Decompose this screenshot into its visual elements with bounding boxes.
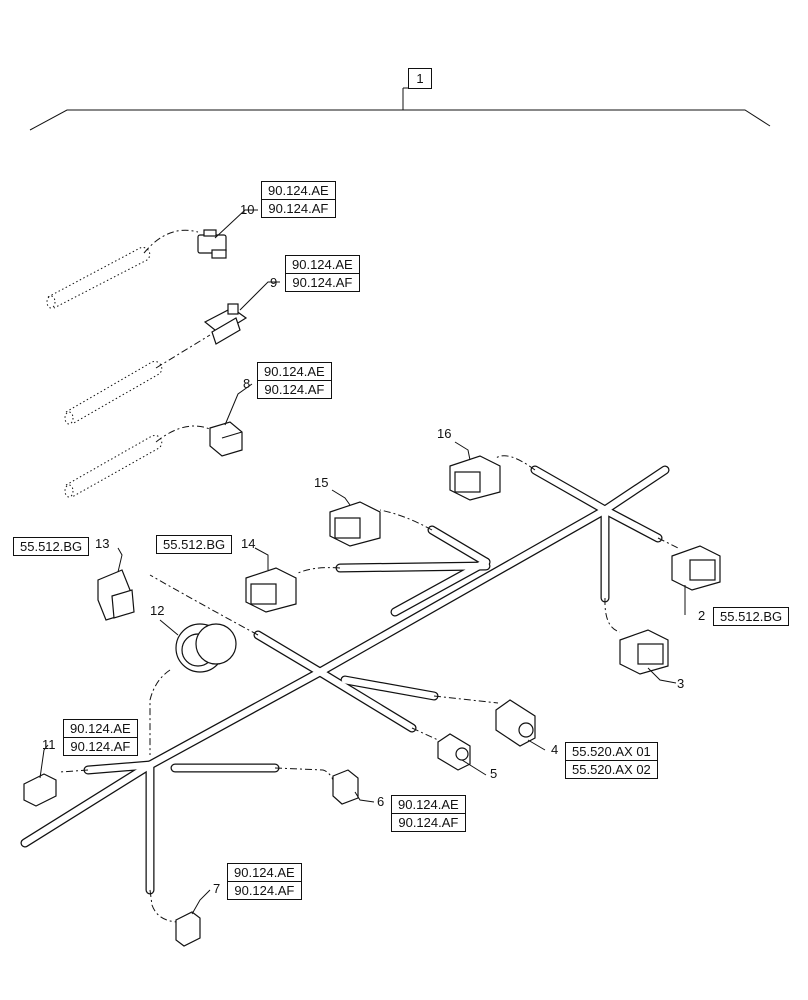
connector-15-icon — [329, 501, 381, 547]
ref-code: 90.124.AE — [234, 865, 295, 880]
callout-9: 9 — [270, 275, 278, 290]
ref-box-13: 55.512.BG — [13, 537, 90, 556]
callout-13: 13 — [95, 536, 110, 551]
ref-code: 90.124.AF — [392, 813, 465, 831]
ref-box-9: 90.124.AE 90.124.AF — [285, 255, 360, 292]
callout-12: 12 — [150, 603, 165, 618]
ref-box-6: 90.124.AE 90.124.AF — [391, 795, 466, 832]
ref-code: 90.124.AE — [292, 257, 353, 272]
ref-box-4: 55.520.AX 01 55.520.AX 02 — [565, 742, 658, 779]
loose-wire-tubes — [46, 229, 213, 498]
ref-box-11: 90.124.AE 90.124.AF — [63, 719, 138, 756]
callout-7: 7 — [213, 881, 221, 896]
ref-box-2: 55.512.BG — [713, 607, 790, 626]
connector-12-icon — [175, 623, 237, 673]
connector-16-icon — [449, 455, 501, 501]
callout-8: 8 — [243, 376, 251, 391]
connector-8-icon — [209, 421, 243, 457]
ref-code: 90.124.AF — [64, 737, 137, 755]
connector-7-icon — [175, 911, 201, 947]
connector-11-icon — [23, 773, 57, 807]
ref-box-14: 55.512.BG — [156, 535, 233, 554]
ref-code: 55.520.AX 01 — [572, 744, 651, 759]
ref-box-8: 90.124.AE 90.124.AF — [257, 362, 332, 399]
connector-4-icon — [495, 699, 536, 747]
ref-code: 90.124.AF — [262, 199, 335, 217]
callout-16: 16 — [437, 426, 452, 441]
ref-code: 90.124.AF — [258, 380, 331, 398]
ref-code: 55.512.BG — [20, 539, 83, 554]
ref-code: 55.520.AX 02 — [566, 760, 657, 778]
ref-code: 90.124.AE — [268, 183, 329, 198]
connector-9-icon — [203, 303, 248, 345]
ref-code: 55.512.BG — [720, 609, 783, 624]
leader-lines — [39, 209, 686, 915]
ref-code: 90.124.AF — [228, 881, 301, 899]
ref-code: 90.124.AE — [70, 721, 131, 736]
callout-14: 14 — [241, 536, 256, 551]
connector-3-icon — [619, 629, 669, 675]
ref-box-10: 90.124.AE 90.124.AF — [261, 181, 336, 218]
callout-6: 6 — [377, 794, 385, 809]
callout-11: 11 — [42, 737, 56, 752]
callout-2: 2 — [698, 608, 706, 623]
connector-5-icon — [437, 733, 471, 771]
ref-code: 90.124.AE — [398, 797, 459, 812]
callout-4: 4 — [551, 742, 559, 757]
connector-13-icon — [97, 569, 135, 621]
connector-2-icon — [671, 545, 721, 591]
callout-5: 5 — [490, 766, 498, 781]
ref-code: 90.124.AF — [286, 273, 359, 291]
connector-10-icon — [197, 229, 227, 259]
connector-14-icon — [245, 567, 297, 613]
callout-3: 3 — [677, 676, 685, 691]
callout-15: 15 — [314, 475, 329, 490]
ref-code: 90.124.AE — [264, 364, 325, 379]
assembly-bracket — [29, 87, 771, 131]
callout-1: 1 — [408, 68, 432, 89]
main-harness — [20, 465, 670, 895]
ref-code: 55.512.BG — [163, 537, 226, 552]
callout-10: 10 — [240, 202, 255, 217]
ref-box-7: 90.124.AE 90.124.AF — [227, 863, 302, 900]
connector-6-icon — [332, 769, 359, 805]
